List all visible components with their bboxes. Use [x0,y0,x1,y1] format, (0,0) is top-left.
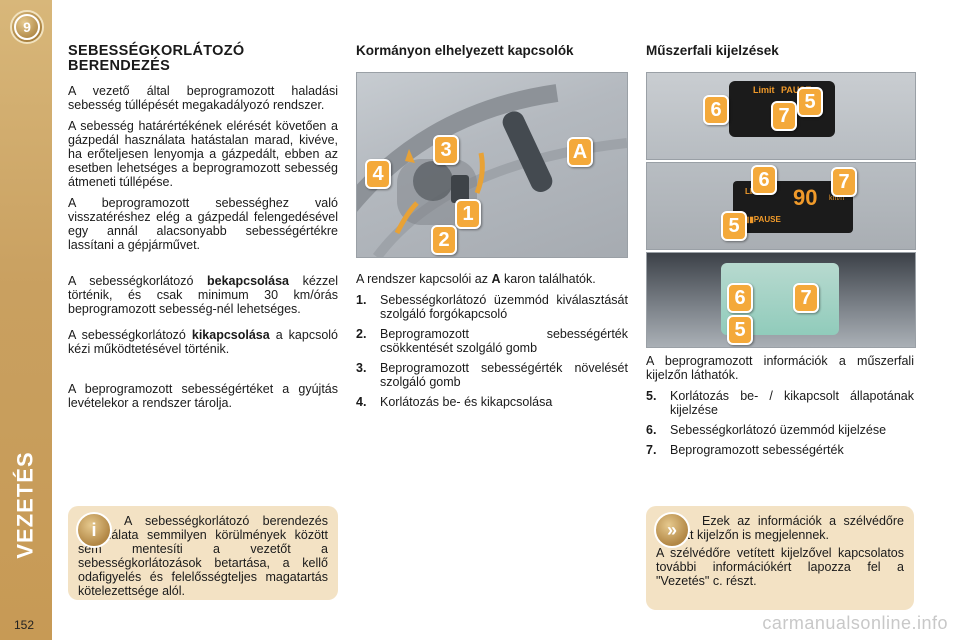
marker-A: A [567,137,593,167]
display-list: 5.Korlátozás be- / kikapcsolt állapotána… [646,389,914,457]
speed-value: 90 [793,185,818,210]
column-dashboard-text: A beprogramozott információk a műszerfal… [646,354,914,463]
info-text: Ezek az információk a szélvédőre vetítet… [656,514,904,542]
section-title: Műszerfali kijelzések [646,43,779,58]
marker-7: 7 [793,283,819,313]
marker-6: 6 [751,165,777,195]
watermark: carmanualsonline.info [762,613,948,633]
info-text: A sebességkorlátozó berendezés használat… [78,514,328,598]
list-item: 1.Sebességkorlátozó üzemmód kiválasztásá… [356,293,628,321]
info-box-hud: » Ezek az információk a szélvédőre vetít… [646,506,914,610]
steering-controls-illustration: 3 A 4 1 2 [356,72,628,258]
marker-4: 4 [365,159,391,189]
paragraph: A sebesség határértékének elérését követ… [68,119,338,189]
chapter-title-container: VEZETÉS [6,410,46,600]
marker-7: 7 [771,101,797,131]
list-item: 3.Beprogramozott sebességérték növelését… [356,361,628,389]
intro-text: A beprogramozott információk a műszerfal… [646,354,914,382]
list-item: 2.Beprogramozott sebességérték csökkenté… [356,327,628,355]
marker-7: 7 [831,167,857,197]
chevron-right-icon: » [654,512,690,548]
chapter-sidebar: 9 VEZETÉS [0,0,52,640]
marker-5: 5 [721,211,747,241]
column-steering-text: A rendszer kapcsolói az A karon találhat… [356,272,628,415]
info-text: A szélvédőre vetített kijelzővel kapcsol… [656,546,904,588]
paragraph: A beprogramozott sebességhez való vissza… [68,196,338,252]
marker-5: 5 [727,315,753,345]
list-item: 6.Sebességkorlátozó üzemmód kijelzése [646,423,887,437]
chapter-number: 9 [14,14,40,40]
marker-2: 2 [431,225,457,255]
list-item: 5.Korlátozás be- / kikapcsolt állapotána… [646,389,914,417]
info-icon: i [76,512,112,548]
display-illustration-1: Limit PAUSE 6 7 5 [646,72,916,160]
marker-3: 3 [433,135,459,165]
marker-6: 6 [703,95,729,125]
intro-text: A rendszer kapcsolói az A karon találhat… [356,272,596,286]
list-item: 4.Korlátozás be- és kikapcsolása [356,395,553,409]
marker-5: 5 [797,87,823,117]
marker-1: 1 [455,199,481,229]
page-number: 152 [14,618,35,632]
info-box-warning: i A sebességkorlátozó berendezés használ… [68,506,338,600]
pause-label: ▮▮PAUSE [745,215,781,224]
paragraph: A vezető által beprogramozott haladási s… [68,84,338,112]
limit-label: Limit [753,85,775,95]
section-title: SEBESSÉGKORLÁTOZÓ BERENDEZÉS [68,43,245,74]
column-steering-controls: Kormányon elhelyezett kapcsolók [356,44,628,58]
chapter-title: VEZETÉS [13,451,38,559]
paragraph: A beprogramozott sebességértéket a gyújt… [68,382,338,410]
steering-wheel-drawing [357,84,627,257]
paragraph-activation: A sebességkorlátozó bekapcsolása kézzel … [68,274,339,316]
list-item: 7.Beprogramozott sebességérték [646,443,844,457]
display-illustration-2: LIMIT 90 km/h ▮▮PAUSE 6 7 5 [646,162,916,250]
paragraph-deactivation: A sebességkorlátozó kikapcsolása a kapcs… [68,328,338,356]
display-illustration-3: 6 7 5 [646,252,916,348]
column-speed-limiter: SEBESSÉGKORLÁTOZÓ BERENDEZÉS A vezető ál… [68,44,338,417]
chapter-badge: 9 [10,10,44,44]
pause-label: PAUSE [781,85,812,95]
section-title: Kormányon elhelyezett kapcsolók [356,43,574,58]
controls-list: 1.Sebességkorlátozó üzemmód kiválasztásá… [356,293,628,409]
column-dashboard-displays: Műszerfali kijelzések [646,44,914,58]
marker-6: 6 [727,283,753,313]
speed-unit: km/h [829,195,845,202]
